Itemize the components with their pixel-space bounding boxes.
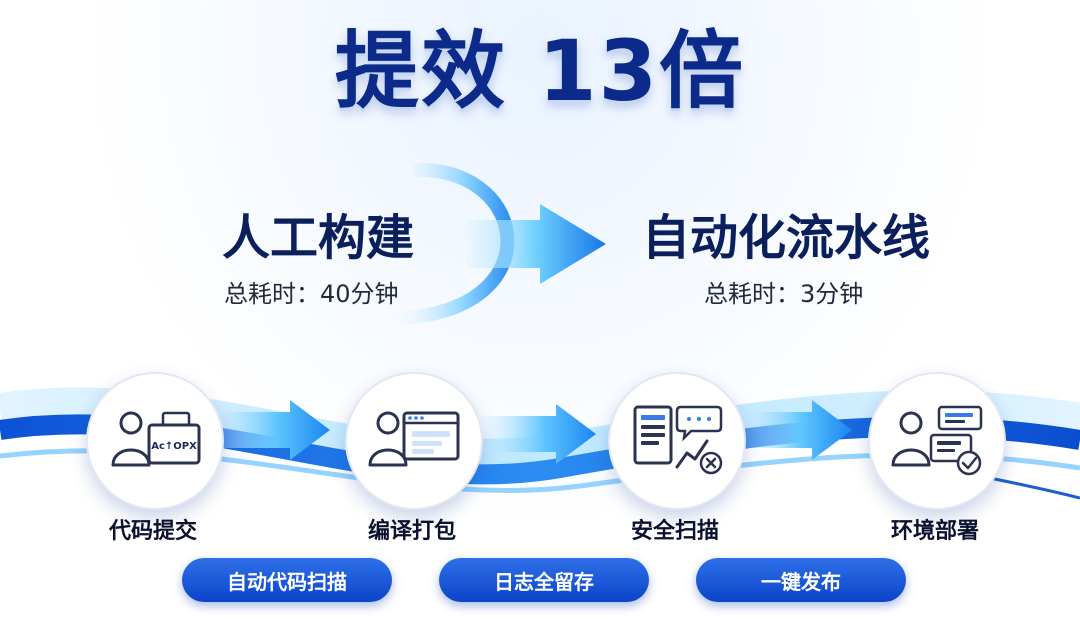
step-node-compile-package bbox=[345, 372, 483, 510]
page-title: 提效 13倍 bbox=[334, 22, 746, 120]
step-node-environment-deploy bbox=[868, 372, 1006, 510]
flow-arrow-3 bbox=[740, 400, 852, 460]
step-node-security-scan bbox=[608, 372, 746, 510]
automated-pipeline-title: 自动化流水线 bbox=[642, 210, 931, 266]
manual-build-time: 总耗时：40分钟 bbox=[224, 280, 399, 308]
step-label-environment-deploy: 环境部署 bbox=[890, 519, 979, 544]
step-label-code-commit: 代码提交 bbox=[108, 519, 197, 544]
feature-pill-one-click-release: 一键发布 bbox=[696, 558, 906, 602]
automated-pipeline-time: 总耗时：3分钟 bbox=[704, 280, 864, 308]
transition-arrow-icon bbox=[393, 163, 606, 325]
svg-text:Ac↑OPX: Ac↑OPX bbox=[151, 441, 197, 452]
user-checklist-check-icon bbox=[891, 405, 983, 476]
flow-arrow-2 bbox=[480, 404, 596, 464]
user-laptop-icon: Ac↑OPX bbox=[111, 411, 201, 467]
manual-build-title: 人工构建 bbox=[222, 210, 415, 266]
step-label-security-scan: 安全扫描 bbox=[630, 519, 719, 544]
user-browser-window-icon bbox=[368, 411, 460, 467]
step-node-code-commit: Ac↑OPX bbox=[86, 372, 224, 510]
document-chat-chart-icon bbox=[633, 405, 723, 475]
step-label-compile-package: 编译打包 bbox=[367, 519, 456, 544]
flow-arrow-1 bbox=[210, 400, 330, 460]
feature-pill-auto-code-scan: 自动代码扫描 bbox=[182, 558, 392, 602]
feature-pill-full-log-retention: 日志全留存 bbox=[439, 558, 649, 602]
